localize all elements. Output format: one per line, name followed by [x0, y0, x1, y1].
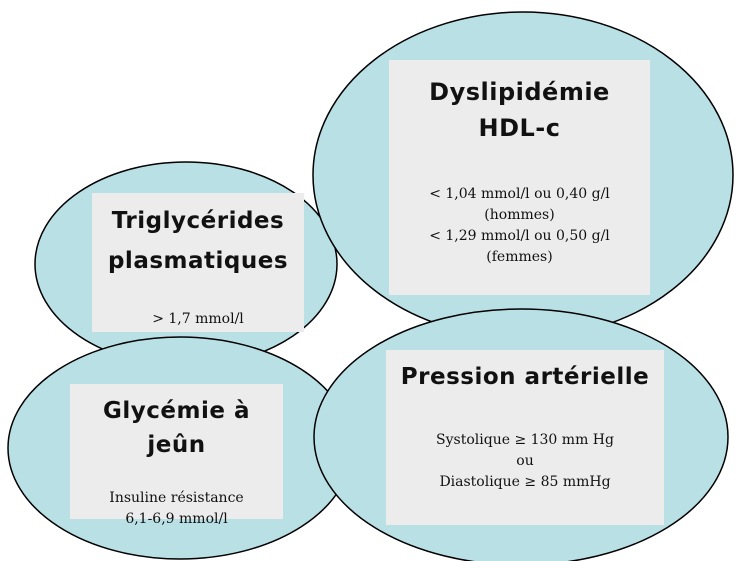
dyslipidemie-women-threshold: < 1,29 mmol/l ou 0,50 g/l	[429, 228, 610, 244]
pression-body: Systolique ≥ 130 mm Hg ou Diastolique ≥ …	[386, 430, 664, 493]
triglycerides-title-line1: Triglycérides	[111, 208, 285, 234]
triglycerides-title-line2: plasmatiques	[107, 248, 289, 274]
triglycerides-title: Triglycérides plasmatiques	[92, 201, 304, 281]
pression-or: ou	[516, 453, 534, 469]
dyslipidemie-men-label: (hommes)	[484, 207, 555, 223]
dyslipidemie-title-line1: Dyslipidémie	[429, 78, 610, 106]
dyslipidemie-title-line2: HDL-c	[478, 114, 561, 142]
dyslipidemie-men-threshold: < 1,04 mmol/l ou 0,40 g/l	[429, 186, 610, 202]
pression-box: Pression artérielle Systolique ≥ 130 mm …	[386, 350, 664, 525]
pression-diastolic: Diastolique ≥ 85 mmHg	[439, 474, 611, 490]
pression-systolic: Systolique ≥ 130 mm Hg	[436, 432, 614, 448]
dyslipidemie-women-label: (femmes)	[486, 249, 553, 265]
dyslipidemie-box: Dyslipidémie HDL-c < 1,04 mmol/l ou 0,40…	[389, 60, 650, 295]
triglycerides-value: > 1,7 mmol/l	[152, 311, 244, 327]
dyslipidemie-body: < 1,04 mmol/l ou 0,40 g/l (hommes) < 1,2…	[389, 184, 650, 268]
triglycerides-box: Triglycérides plasmatiques > 1,7 mmol/l	[92, 193, 304, 332]
glycemie-box: Glycémie à jeûn Insuline résistance 6,1-…	[70, 384, 283, 527]
glycemie-line1: Insuline résistance	[109, 490, 244, 506]
glycemie-body: Insuline résistance 6,1-6,9 mmol/l	[70, 488, 283, 530]
glycemie-line2: 6,1-6,9 mmol/l	[125, 511, 228, 527]
pression-title: Pression artérielle	[400, 364, 650, 390]
dyslipidemie-title: Dyslipidémie HDL-c	[389, 74, 650, 146]
glycemie-title: Glycémie à jeûn	[103, 398, 250, 458]
